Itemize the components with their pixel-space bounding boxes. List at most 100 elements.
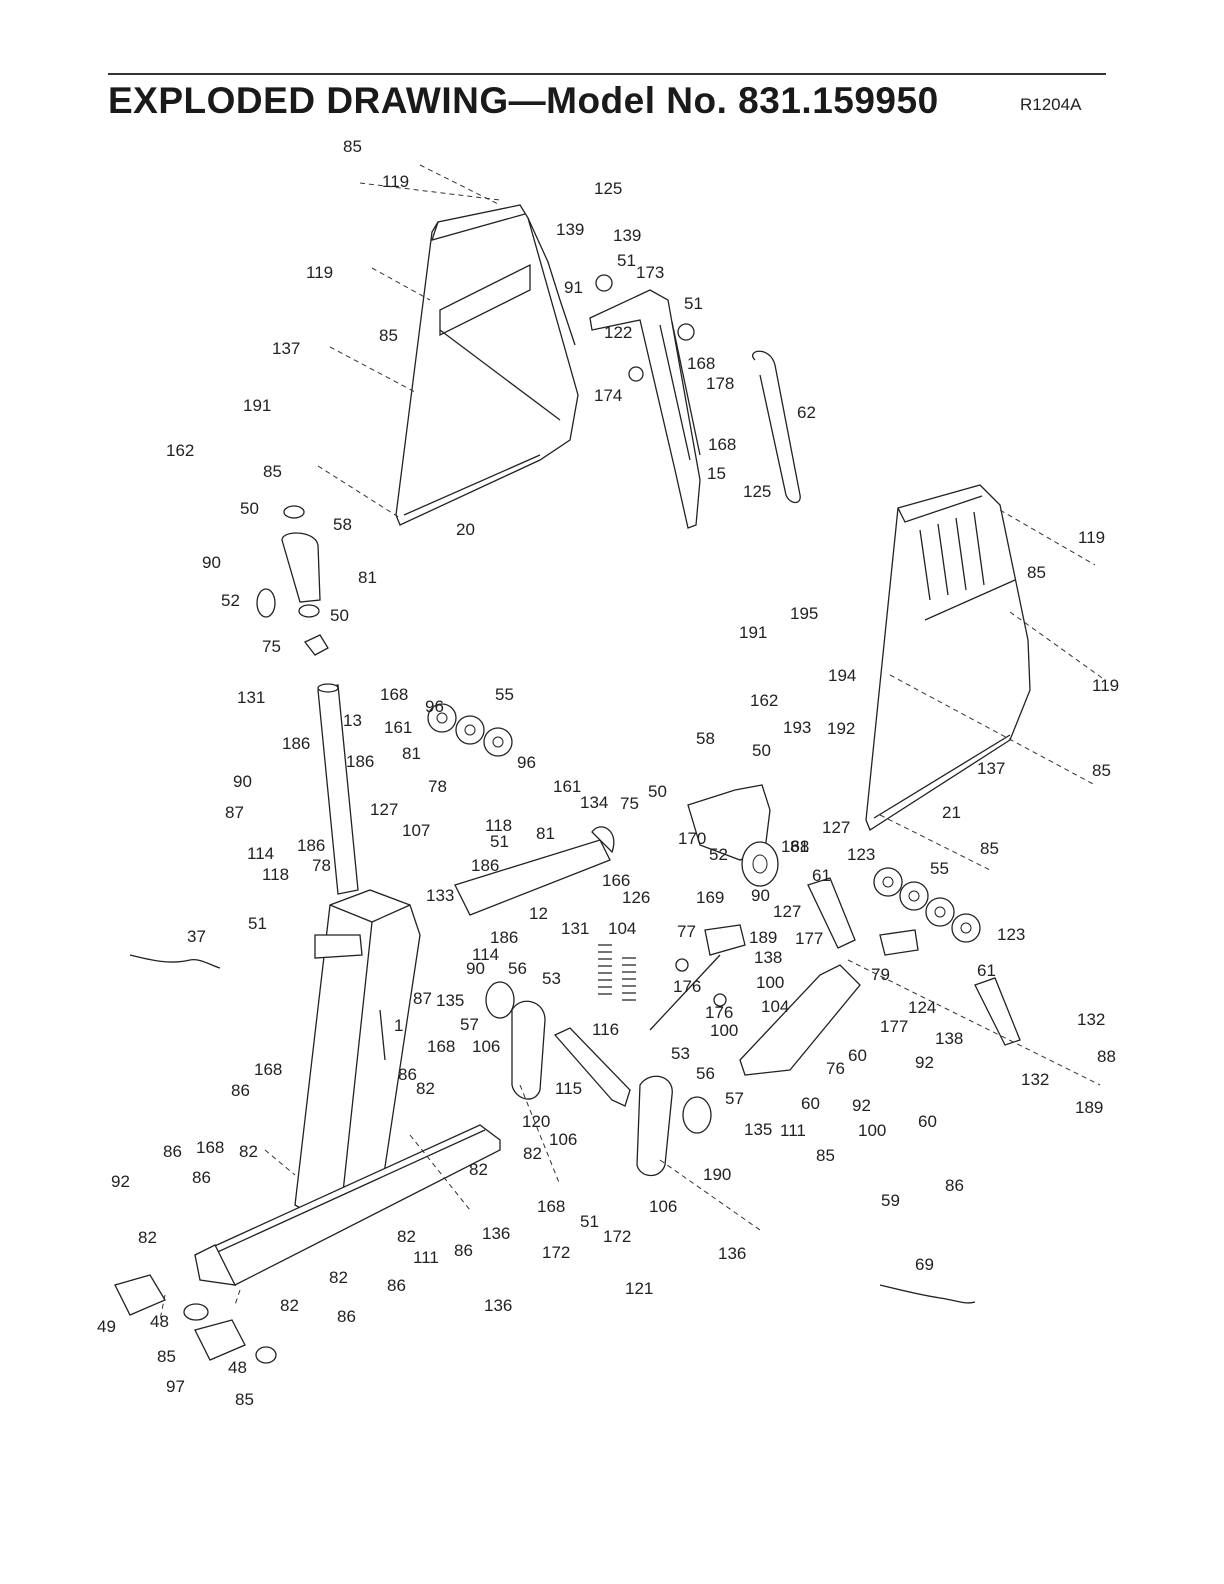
callout-label: 107 [402, 821, 430, 840]
part-pedal-arms [485, 981, 712, 1177]
callout-label: 135 [436, 991, 464, 1010]
callout-label: 92 [111, 1172, 130, 1191]
callout-label: 52 [221, 591, 240, 610]
callout-label: 86 [337, 1307, 356, 1326]
callout-label: 138 [754, 948, 782, 967]
part-pivot-arm [454, 826, 615, 916]
callout-label: 118 [485, 816, 512, 835]
callout-label: 49 [97, 1317, 116, 1336]
callout-label: 186 [490, 928, 518, 947]
callout-label: 122 [604, 323, 632, 342]
callout-label: 173 [636, 263, 664, 282]
callout-label: 194 [828, 666, 856, 685]
callout-label: 189 [1075, 1098, 1103, 1117]
part-springs [598, 944, 636, 1001]
callout-label: 56 [696, 1064, 715, 1083]
callout-label: 127 [822, 818, 850, 837]
callout-label: 138 [935, 1029, 963, 1048]
callout-label: 191 [243, 396, 271, 415]
callout-label: 78 [312, 856, 331, 875]
callout-label: 60 [848, 1046, 867, 1065]
part-feet [114, 1274, 277, 1364]
part-wheel-52 [741, 841, 779, 887]
callout-label: 186 [471, 856, 499, 875]
callout-label: 50 [330, 606, 349, 625]
callout-label: 53 [671, 1044, 690, 1063]
callout-label: 57 [725, 1089, 744, 1108]
header-rule [108, 73, 1106, 75]
callout-label: 37 [187, 927, 206, 946]
callout-label: 162 [166, 441, 194, 460]
callout-label: 176 [673, 977, 701, 996]
callout-label: 168 [708, 435, 736, 454]
callout-label: 62 [797, 403, 816, 422]
callout-label: 61 [812, 866, 831, 885]
callout-label: 127 [370, 800, 398, 819]
callout-label: 172 [603, 1227, 631, 1246]
part-pulleys-55-right [873, 867, 981, 943]
part-shock-115 [553, 1027, 631, 1107]
callout-label: 126 [622, 888, 650, 907]
callout-label: 82 [239, 1142, 258, 1161]
part-right-shroud [865, 484, 1031, 831]
callout-label: 119 [1078, 528, 1105, 547]
part-rails [739, 877, 1021, 1076]
callout-label: 86 [387, 1276, 406, 1295]
callout-label: 85 [343, 137, 362, 156]
callout-label: 111 [413, 1248, 439, 1267]
callout-label: 111 [780, 1121, 806, 1140]
callout-label: 82 [397, 1227, 416, 1246]
callout-label: 81 [358, 568, 377, 587]
callout-label: 82 [416, 1079, 435, 1098]
callout-label: 162 [750, 691, 778, 710]
part-wire-69 [879, 1284, 976, 1304]
callout-label: 51 [684, 294, 703, 313]
callout-label: 85 [980, 839, 999, 858]
callout-label: 124 [908, 998, 936, 1017]
callout-label: 161 [553, 777, 581, 796]
callout-label: 161 [384, 718, 412, 737]
part-handle-post [256, 505, 359, 895]
callout-label: 193 [783, 718, 811, 737]
callout-label: 76 [826, 1059, 845, 1078]
callout-label: 87 [413, 989, 432, 1008]
callout-label: 58 [333, 515, 352, 534]
callout-label: 81 [402, 744, 421, 763]
callout-label: 51 [617, 251, 636, 270]
callout-label: 100 [858, 1121, 886, 1140]
callout-label: 190 [703, 1165, 731, 1184]
callout-label: 170 [678, 829, 706, 848]
callout-label: 186 [346, 752, 374, 771]
callout-label: 15 [707, 464, 726, 483]
callout-label: 82 [138, 1228, 157, 1247]
callout-label: 60 [918, 1112, 937, 1131]
callout-label: 139 [556, 220, 584, 239]
callout-label: 92 [915, 1053, 934, 1072]
callout-label: 88 [1097, 1047, 1116, 1066]
callout-label: 48 [228, 1358, 247, 1377]
callout-label: 132 [1021, 1070, 1049, 1089]
callout-label: 85 [816, 1146, 835, 1165]
callout-label: 90 [233, 772, 252, 791]
callout-label: 177 [880, 1017, 908, 1036]
callout-label: 82 [329, 1268, 348, 1287]
callout-label: 106 [649, 1197, 677, 1216]
callout-label: 137 [977, 759, 1005, 778]
part-motor-cover [687, 784, 771, 861]
callout-label: 58 [696, 729, 715, 748]
part-main-frame [294, 889, 421, 1226]
callout-label: 79 [871, 965, 890, 984]
callout-label: 20 [456, 520, 475, 539]
page-title: EXPLODED DRAWING—Model No. 831.159950 [108, 80, 939, 121]
callout-label: 178 [706, 374, 734, 393]
part-upper-stem [589, 274, 701, 529]
callout-label: 119 [382, 172, 409, 191]
callout-label: 51 [580, 1212, 599, 1231]
callout-label: 100 [710, 1021, 738, 1040]
callout-label: 119 [1092, 676, 1119, 695]
callout-label: 135 [744, 1120, 772, 1139]
callout-label: 97 [166, 1377, 185, 1396]
callout-label: 133 [426, 886, 454, 905]
callout-label: 192 [827, 719, 855, 738]
